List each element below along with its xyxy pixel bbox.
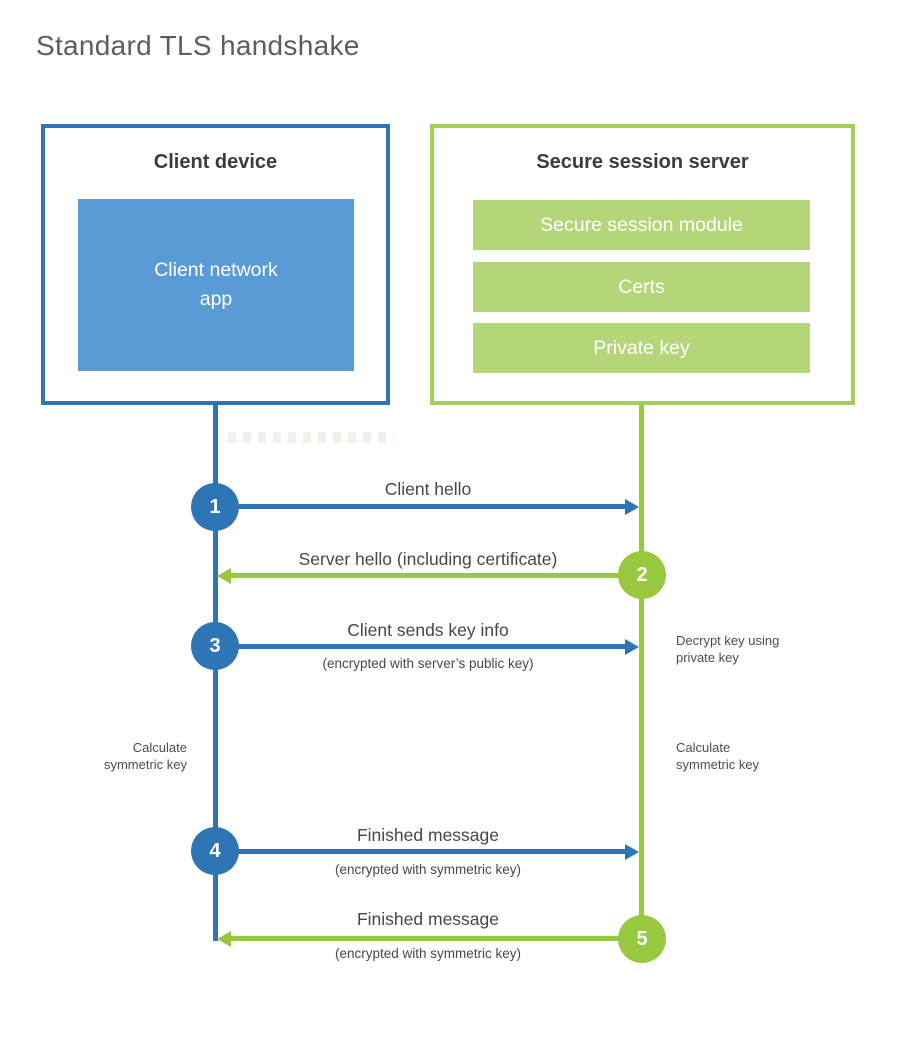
message-sublabel-finished-1: (encrypted with symmetric key) <box>334 862 522 877</box>
step-circle-2: 2 <box>618 551 666 599</box>
server-box: Secure session server Secure session mod… <box>430 124 855 405</box>
arrowhead-right-icon <box>625 844 639 860</box>
step-circle-4: 4 <box>191 827 239 875</box>
client-device-box: Client device Client network app <box>41 124 390 405</box>
note-calculate-symmetric-key-server: Calculate symmetric key <box>676 740 760 772</box>
message-sublabel-key-info: (encrypted with server’s public key) <box>322 656 534 671</box>
note-calculate-symmetric-key-client: Calculate symmetric key <box>103 740 187 772</box>
client-device-title: Client device <box>153 151 278 173</box>
arrow-line-step3 <box>215 644 625 649</box>
message-label-finished-1: Finished message <box>356 825 500 845</box>
faded-dashed-line <box>228 432 394 443</box>
arrow-line-step1 <box>215 504 625 509</box>
server-module-secure-session: Secure session module <box>473 200 810 250</box>
message-label-key-info: Client sends key info <box>347 620 509 640</box>
server-module-private-key: Private key <box>473 323 810 373</box>
client-network-app-label: Client network app <box>154 258 278 310</box>
arrowhead-left-icon <box>217 568 231 584</box>
message-label-server-hello: Server hello (including certificate) <box>298 549 558 569</box>
arrowhead-right-icon <box>625 639 639 655</box>
arrow-line-step5 <box>230 936 642 941</box>
step-circle-3: 3 <box>191 622 239 670</box>
message-label-client-hello: Client hello <box>384 479 472 499</box>
message-label-finished-2: Finished message <box>356 909 500 929</box>
step-circle-1: 1 <box>191 483 239 531</box>
server-lifeline <box>639 405 644 941</box>
server-title: Secure session server <box>536 151 749 173</box>
arrow-line-step2 <box>230 573 642 578</box>
step-circle-5: 5 <box>618 915 666 963</box>
arrowhead-right-icon <box>625 499 639 515</box>
server-module-certs: Certs <box>473 262 810 312</box>
arrowhead-left-icon <box>217 931 231 947</box>
arrow-line-step4 <box>215 849 625 854</box>
client-lifeline <box>213 405 218 941</box>
message-sublabel-finished-2: (encrypted with symmetric key) <box>334 946 522 961</box>
note-decrypt-key: Decrypt key using private key <box>676 633 780 665</box>
client-network-app-box: Client network app <box>78 199 354 371</box>
page-title: Standard TLS handshake <box>36 30 360 61</box>
